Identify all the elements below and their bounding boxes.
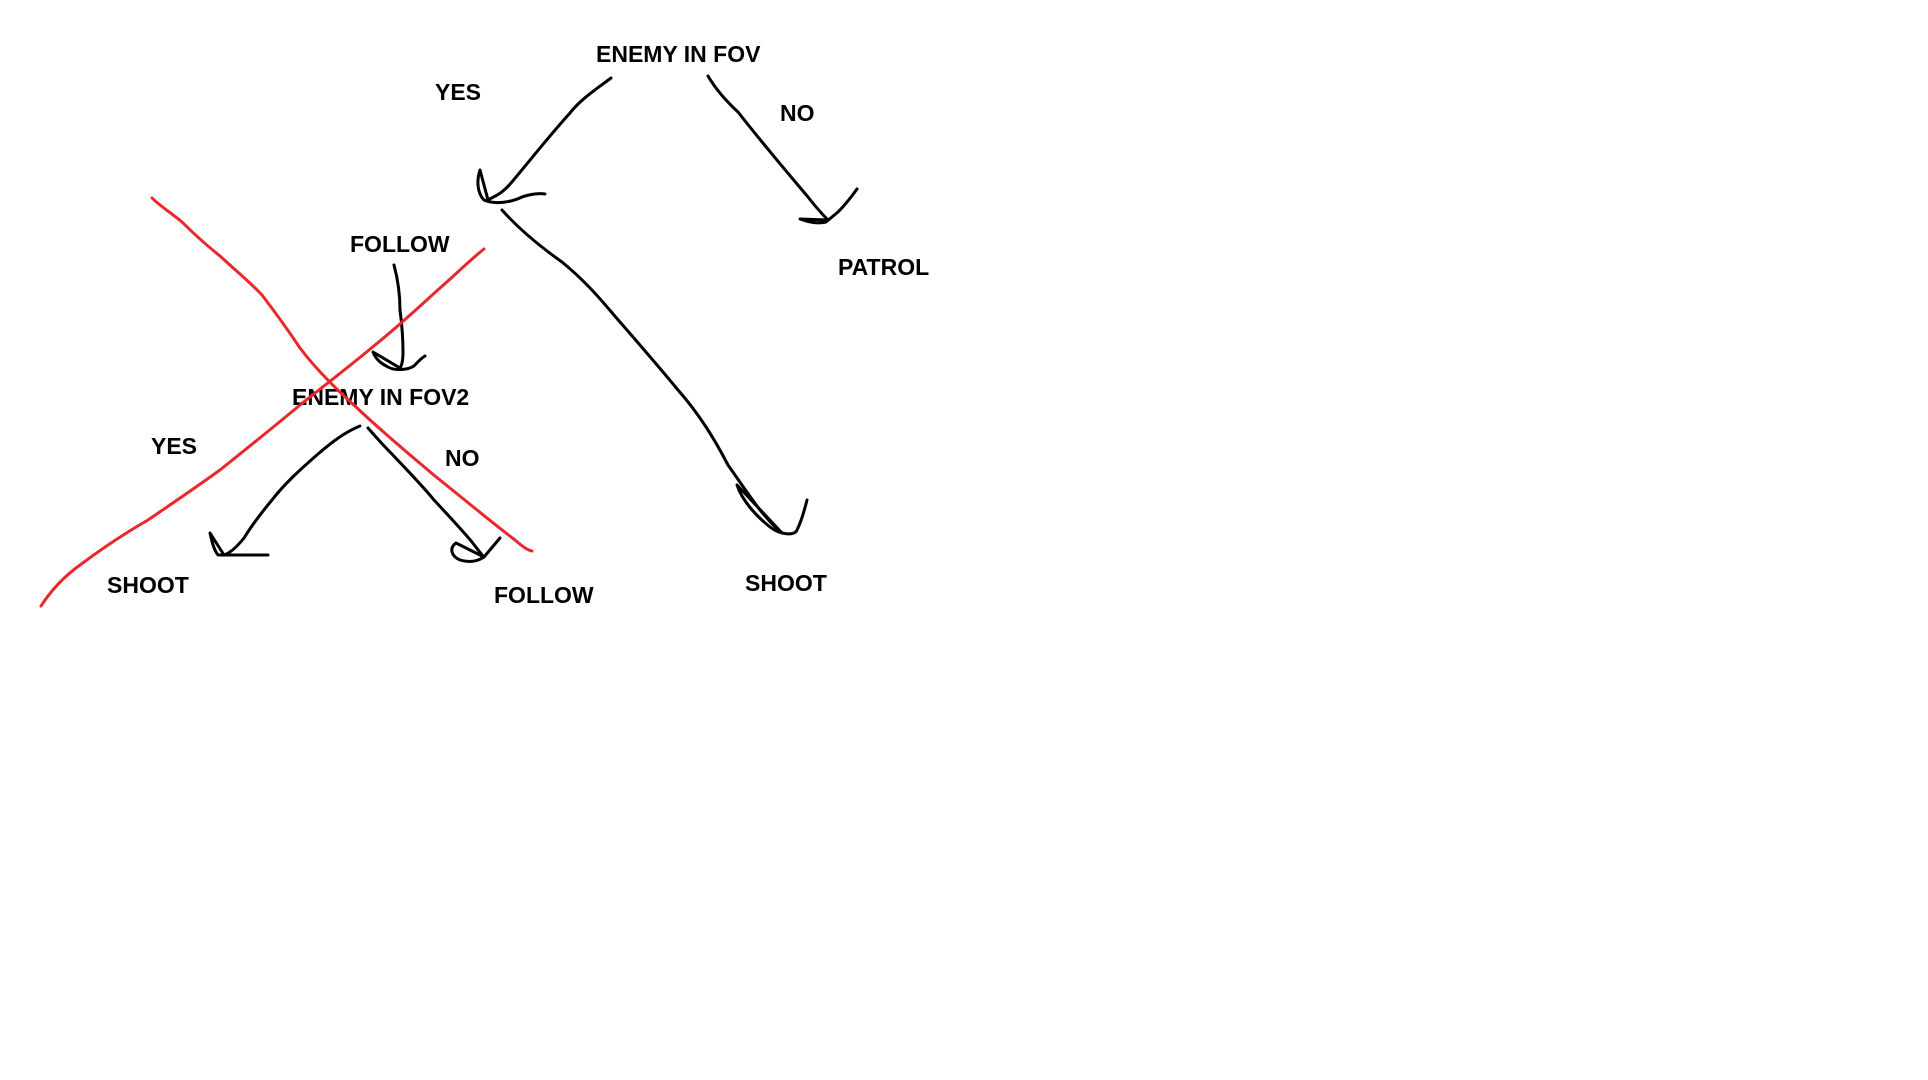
sub-shoot-result-label: SHOOT: [107, 572, 189, 598]
sub-yes-label: YES: [151, 433, 197, 459]
patrol-result-label: PATROL: [838, 254, 929, 280]
cross-out-line-descending: [150, 196, 534, 553]
arrowhead-yes-to-shoot: [735, 483, 809, 536]
arrow-sub-yes: [222, 424, 362, 557]
sub-follow-result-label: FOLLOW: [494, 582, 594, 608]
arrow-root-yes: [486, 76, 613, 202]
root-no-label: NO: [780, 100, 815, 126]
arrow-yes-to-shoot: [500, 208, 784, 535]
sub-no-label: NO: [445, 445, 480, 471]
sub-decision-label: ENEMY IN FOV2: [292, 384, 469, 410]
root-decision-label: ENEMY IN FOV: [596, 41, 761, 67]
follow-node-label: FOLLOW: [350, 231, 450, 257]
arrowhead-sub-yes: [208, 531, 270, 557]
arrowhead-root-no: [798, 187, 859, 225]
arrow-follow-to-sub: [392, 263, 405, 370]
cross-out-line-ascending: [39, 247, 486, 608]
shoot-result-label: SHOOT: [745, 570, 827, 596]
arrowhead-follow-to-sub: [371, 350, 427, 371]
root-yes-label: YES: [435, 79, 481, 105]
arrow-root-no: [706, 74, 830, 222]
arrowhead-root-yes: [476, 168, 547, 205]
arrowhead-sub-no: [450, 536, 502, 563]
arrow-sub-no: [366, 426, 486, 559]
